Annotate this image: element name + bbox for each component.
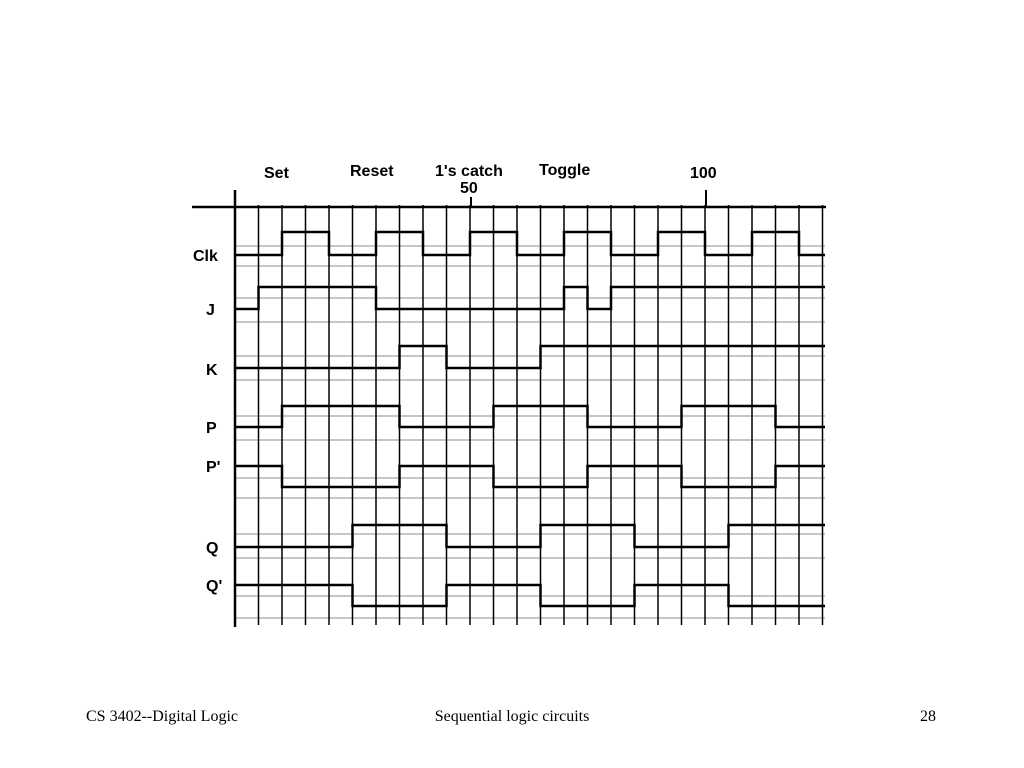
signal-label-q: Q xyxy=(206,540,218,557)
annotation-time-50: 50 xyxy=(460,180,478,197)
waveforms xyxy=(235,230,825,608)
annotation-set: Set xyxy=(264,165,290,182)
footer-course: CS 3402--Digital Logic xyxy=(86,708,238,725)
waveform-q xyxy=(235,523,825,549)
waveform-q-bar xyxy=(235,583,825,608)
diagram-frame xyxy=(192,190,826,627)
signal-label-q-bar: Q' xyxy=(206,578,222,595)
footer-topic: Sequential logic circuits xyxy=(434,708,590,725)
signal-label-j: J xyxy=(206,302,215,319)
waveform-clk xyxy=(235,230,825,257)
signal-label-k: K xyxy=(206,362,218,379)
signal-label-p: P xyxy=(206,420,217,437)
waveform-j xyxy=(235,285,825,311)
waveform-k xyxy=(235,344,825,370)
signal-label-clk: Clk xyxy=(193,248,218,265)
timing-grid xyxy=(235,205,825,625)
footer-page-number: 28 xyxy=(920,708,936,725)
signal-label-p-bar: P' xyxy=(206,459,220,476)
annotation-ones-catch: 1's catch xyxy=(435,163,503,180)
annotation-time-100: 100 xyxy=(690,165,717,182)
annotation-reset: Reset xyxy=(350,163,394,180)
waveform-p-bar xyxy=(235,464,825,489)
waveform-p xyxy=(235,404,825,429)
annotation-toggle: Toggle xyxy=(539,162,590,179)
